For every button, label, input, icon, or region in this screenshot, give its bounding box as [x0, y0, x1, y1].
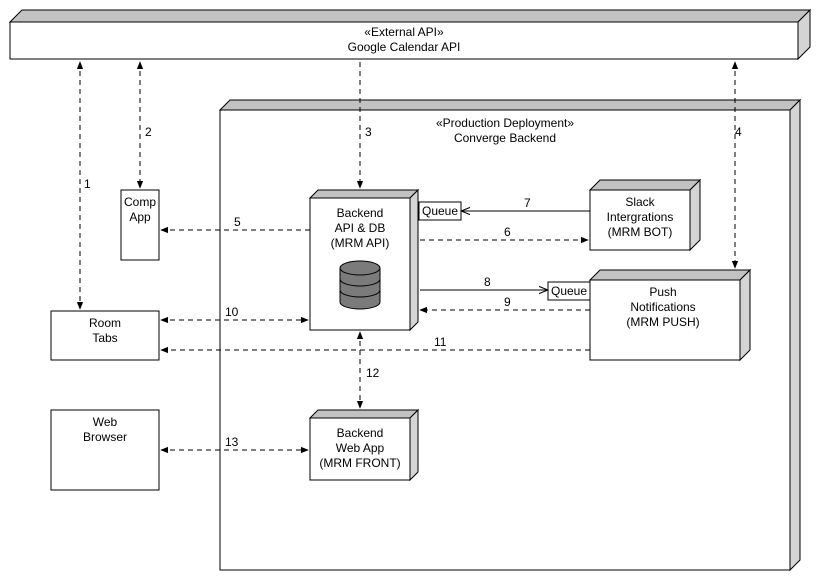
- external-api-node: «External API» Google Calendar API: [8, 8, 812, 61]
- connector-label-4: 4: [735, 125, 742, 139]
- slack-label-line-1: Slack: [625, 195, 655, 209]
- connector-label-5: 5: [234, 215, 241, 229]
- connectors: [76, 61, 739, 454]
- connector-label-9: 9: [504, 295, 511, 309]
- push-queue-label: Queue: [551, 284, 587, 298]
- production-stereotype: «Production Deployment»: [436, 116, 574, 130]
- backend-api-label-line-1: Backend: [337, 206, 384, 220]
- connector-label-2: 2: [145, 125, 152, 139]
- backend-api-label-line-3: (MRM API): [331, 236, 390, 250]
- comp-app-label-line-1: Comp: [124, 195, 156, 209]
- comp-app-node: Comp App: [120, 189, 160, 261]
- connector-label-6: 6: [504, 225, 511, 239]
- backend-web-app-node: Backend Web App (MRM FRONT): [308, 408, 420, 482]
- room-tabs-label-line-1: Room: [89, 316, 121, 330]
- web-app-label-line-2: Web App: [336, 441, 385, 455]
- connector-labels: 1 2 3 4 5 6 7 8 9 10 11 12 13: [84, 125, 742, 449]
- room-tabs-label-line-2: Tabs: [92, 331, 117, 345]
- external-api-stereotype: «External API»: [364, 25, 444, 39]
- room-tabs-node: Room Tabs: [50, 310, 160, 361]
- backend-api-node: Backend API & DB (MRM API): [308, 188, 420, 332]
- slack-queue-label: Queue: [422, 204, 458, 218]
- external-api-name: Google Calendar API: [348, 40, 461, 54]
- web-app-label-line-3: (MRM FRONT): [319, 456, 400, 470]
- connector-label-3: 3: [365, 125, 372, 139]
- backend-api-label-line-2: API & DB: [335, 221, 386, 235]
- web-browser-label-line-2: Browser: [83, 430, 127, 444]
- production-name: Converge Backend: [454, 131, 556, 145]
- connector-label-1: 1: [84, 177, 91, 191]
- web-browser-label-line-1: Web: [93, 415, 118, 429]
- connector-label-8: 8: [484, 275, 491, 289]
- connector-label-13: 13: [225, 435, 239, 449]
- slack-integrations-node: Slack Intergrations (MRM BOT): [588, 178, 702, 252]
- push-notifications-node: Push Notifications (MRM PUSH): [588, 268, 752, 362]
- database-icon: [339, 260, 381, 310]
- push-label-line-3: (MRM PUSH): [626, 315, 699, 329]
- push-queue: Queue: [547, 281, 591, 301]
- web-app-label-line-1: Backend: [337, 426, 384, 440]
- slack-queue: Queue: [418, 201, 462, 221]
- comp-app-label-line-2: App: [129, 210, 151, 224]
- connector-label-12: 12: [366, 366, 380, 380]
- push-label-line-2: Notifications: [630, 300, 695, 314]
- slack-label-line-2: Intergrations: [607, 210, 674, 224]
- web-browser-node: Web Browser: [50, 409, 160, 491]
- push-label-line-1: Push: [649, 285, 676, 299]
- connector-label-11: 11: [434, 335, 447, 349]
- connector-label-10: 10: [225, 305, 239, 319]
- slack-label-line-3: (MRM BOT): [608, 225, 673, 239]
- connector-label-7: 7: [524, 196, 531, 210]
